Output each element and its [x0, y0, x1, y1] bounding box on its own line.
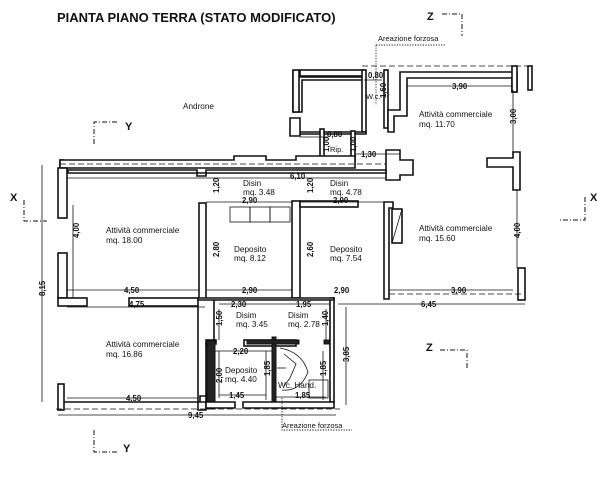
room-name: Disin [243, 179, 262, 188]
room-disin-2: Disin mq. 4.78 [330, 179, 362, 197]
label-androne: Androne [183, 102, 214, 111]
room-name: Attività commerciale [419, 110, 493, 119]
dimension-labels: 0,80 1,60 3,90 3,00 0,80 1,00 1,00 1,30 … [38, 71, 522, 420]
dim-ne-depth: 3,00 [509, 108, 518, 124]
dim-disin2-w: 2,90 [333, 196, 349, 205]
dim-dep3-inner-h: 1,85 [263, 360, 272, 376]
room-area: mq. 15.60 [419, 234, 456, 243]
room-deposito-3: Deposito mq. 4.40 [225, 366, 258, 384]
stair-lift-icon [277, 347, 309, 391]
dim-disim2-h: 1,40 [321, 310, 330, 326]
room-name: Rip. [330, 145, 343, 154]
dim-total-width: 9,45 [188, 411, 204, 420]
plan-title: PIANTA PIANO TERRA (STATO MODIFICATO) [57, 10, 336, 25]
dim-rip-h2: 1,00 [349, 136, 358, 152]
dim-disin1-h: 1,20 [212, 177, 221, 193]
section-label: X [590, 192, 598, 204]
room-name: Disin [330, 179, 349, 188]
room-disim-1: Disim mq. 3.45 [236, 311, 268, 329]
section-marker-y-top: Y [93, 121, 133, 144]
dim-dep3-w: 2,20 [233, 347, 249, 356]
dim-east-total: 6,45 [421, 300, 437, 309]
dim-wch-w: 1,85 [295, 391, 311, 400]
dim-dep3-h: 2,00 [215, 367, 224, 383]
dim-dep1-w: 2,90 [242, 286, 258, 295]
section-label: Y [125, 121, 133, 133]
room-name: Deposito [330, 245, 363, 254]
section-label: X [10, 192, 18, 204]
section-label: Y [123, 443, 131, 455]
room-commercial-sw: Attività commerciale mq. 16.86 [106, 340, 180, 359]
dim-wch-h: 1,85 [319, 360, 328, 376]
room-area: mq. 8.12 [234, 254, 266, 263]
room-area: mq. 4.40 [225, 375, 257, 384]
dim-rip-h1: 1,00 [322, 136, 331, 152]
room-name: Attività commerciale [106, 226, 180, 235]
room-commercial-w: Attività commerciale mq. 18.00 [106, 226, 180, 245]
note-areazione-bottom: Areazione forzosa [282, 421, 343, 430]
room-wc: W.c. [366, 92, 381, 101]
section-marker-x-left: X [10, 192, 47, 222]
room-area: mq. 3.45 [236, 320, 268, 329]
dim-sw-top-width: 4,75 [129, 300, 145, 309]
dim-rip-to-ne: 1,30 [361, 150, 377, 159]
dimension-lines [41, 79, 525, 431]
dim-disim1-w: 2,30 [231, 300, 247, 309]
dim-wc-width: 0,80 [368, 71, 384, 80]
room-area: mq. 7.54 [330, 254, 362, 263]
dim-disin2-h: 1,20 [306, 177, 315, 193]
room-deposito-2: Deposito mq. 7.54 [330, 245, 363, 263]
room-name: Disim [236, 311, 257, 320]
dim-w-depth: 4,00 [72, 222, 81, 238]
room-area: mq. 16.86 [106, 350, 143, 359]
dim-w-width: 4,50 [124, 286, 140, 295]
dim-disin1-w: 2,90 [242, 196, 258, 205]
dim-dep1-h: 2,80 [212, 241, 221, 257]
room-area: mq. 3.48 [243, 188, 275, 197]
dim-ne-width: 3,90 [452, 82, 468, 91]
section-marker-y-bottom: Y [93, 430, 131, 455]
dim-e-depth: 4,00 [513, 222, 522, 238]
room-name: Disim [288, 311, 309, 320]
room-wc-hand: Wc. Hand. [278, 381, 316, 390]
room-area: mq. 2.78 [288, 320, 320, 329]
room-area: mq. 4.78 [330, 188, 362, 197]
dim-rip-width: 0,80 [327, 130, 343, 139]
room-disin-1: Disin mq. 3.48 [243, 179, 275, 197]
dim-disim2-w: 1,95 [296, 300, 312, 309]
dim-wc-depth: 1,60 [379, 82, 388, 98]
note-areazione-top: Areazione forzosa [378, 34, 439, 43]
room-area: mq. 18.00 [106, 236, 143, 245]
dim-corridor-length: 6,10 [290, 172, 306, 181]
dim-sw-width: 4,50 [126, 394, 142, 403]
dim-total-depth: 8,15 [38, 280, 47, 296]
shelving-icon [229, 206, 291, 223]
section-marker-z-bottom: Z [426, 342, 468, 369]
room-commercial-ne: Attività commerciale mq. 11.70 [419, 110, 493, 129]
dim-dep3-bottom: 1,45 [229, 391, 245, 400]
room-name: Deposito [234, 245, 267, 254]
room-disim-2: Disim mq. 2.78 [288, 311, 320, 329]
dim-dep2-w: 2,90 [334, 286, 350, 295]
room-name: Attività commerciale [419, 224, 493, 233]
room-commercial-e: Attività commerciale mq. 15.60 [419, 224, 493, 243]
dim-e-width: 3,90 [451, 286, 467, 295]
walls [56, 65, 533, 411]
room-rip: Rip. [330, 145, 343, 154]
dim-disim1-h: 1,50 [215, 310, 224, 326]
section-marker-x-right: X [560, 192, 598, 221]
room-name: Attività commerciale [106, 340, 180, 349]
section-label: Z [427, 11, 434, 23]
section-marker-z-top: Z [427, 11, 463, 36]
room-area: mq. 11.70 [419, 120, 455, 129]
room-name: Wc. Hand. [278, 381, 316, 390]
dim-south-block-h: 3,85 [342, 346, 351, 362]
section-label: Z [426, 342, 433, 354]
room-name: W.c. [366, 92, 381, 101]
room-name: Deposito [225, 366, 258, 375]
room-deposito-1: Deposito mq. 8.12 [234, 245, 267, 263]
dim-dep2-h: 2,60 [306, 241, 315, 257]
